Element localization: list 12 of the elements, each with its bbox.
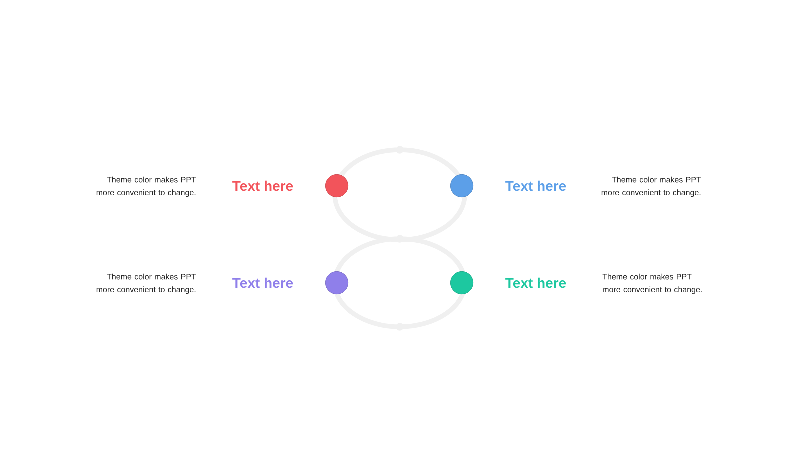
dot-marker (325, 271, 349, 295)
heading-text: Text here (232, 180, 294, 192)
description-text: Theme color makes PPT more convenient to change. (96, 176, 196, 198)
dot-marker (325, 174, 349, 198)
dot-marker (450, 174, 474, 198)
heading-text: Text here (506, 278, 566, 288)
description-text: Theme color makes PPT more convenient to change. (602, 176, 702, 198)
heading-text: Text here (232, 278, 294, 288)
description-text: Theme color makes PPT more convenient to change. (96, 274, 196, 294)
heading-text: Text here (506, 180, 566, 192)
dot-marker (450, 271, 474, 295)
description-text: Theme color makes PPT more convenient to change. (602, 274, 702, 294)
